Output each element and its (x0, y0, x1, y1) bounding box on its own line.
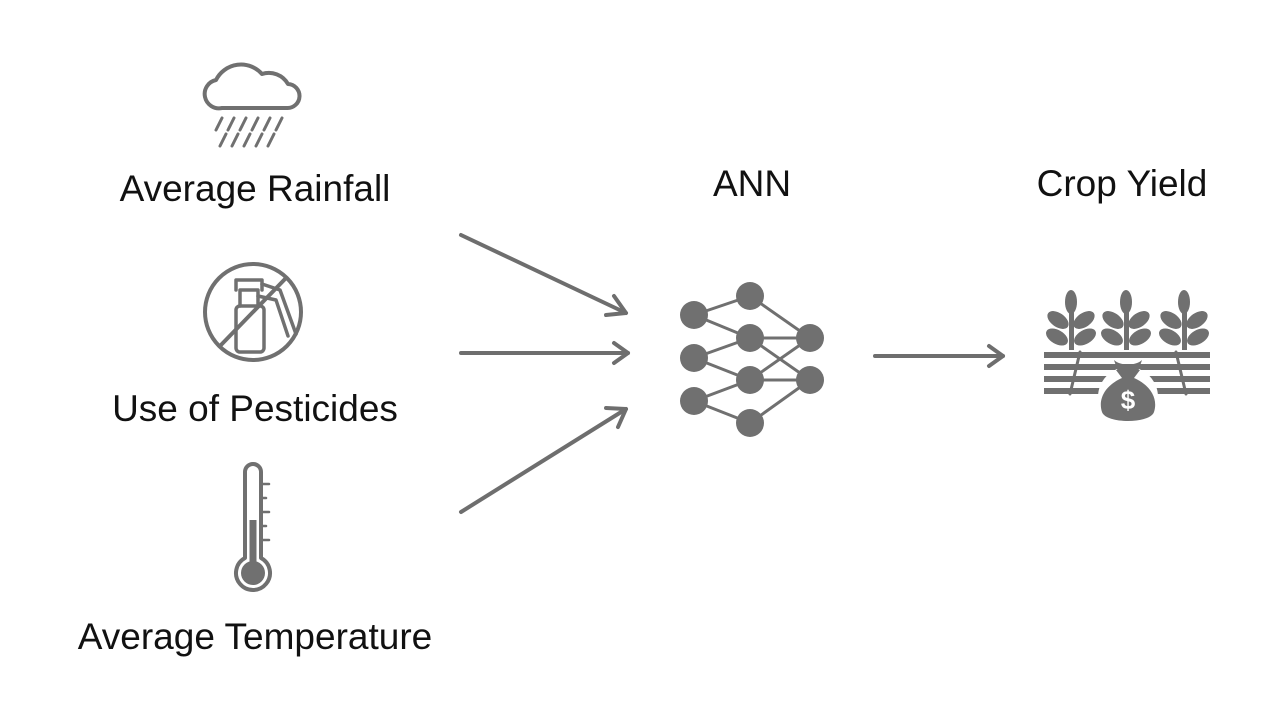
thermometer-icon (234, 462, 272, 592)
model-label: ANN (713, 163, 791, 204)
nn-node (680, 387, 708, 415)
arrow-rainfall-to-ann (459, 233, 628, 317)
arrow-temperature-to-ann (459, 406, 628, 514)
arrow-ann-to-crop-yield (873, 344, 1005, 368)
currency-symbol: $ (1121, 385, 1136, 415)
rain-cloud-icon (202, 62, 302, 148)
nn-node (680, 344, 708, 372)
pesticide-spray-icon (203, 262, 303, 362)
input-label-rainfall: Average Rainfall (120, 168, 391, 209)
output-label: Crop Yield (1037, 163, 1208, 204)
nn-node (680, 301, 708, 329)
nn-node (736, 366, 764, 394)
input-label-pesticides: Use of Pesticides (112, 388, 398, 429)
nn-node (736, 409, 764, 437)
input-label-temperature: Average Temperature (78, 616, 432, 657)
crop-yield-icon: $ (1044, 290, 1210, 427)
arrow-pesticides-to-ann (459, 341, 630, 365)
nn-node (736, 324, 764, 352)
nn-node (736, 282, 764, 310)
neural-network-icon (680, 282, 824, 437)
nn-node (796, 366, 824, 394)
nn-node (796, 324, 824, 352)
